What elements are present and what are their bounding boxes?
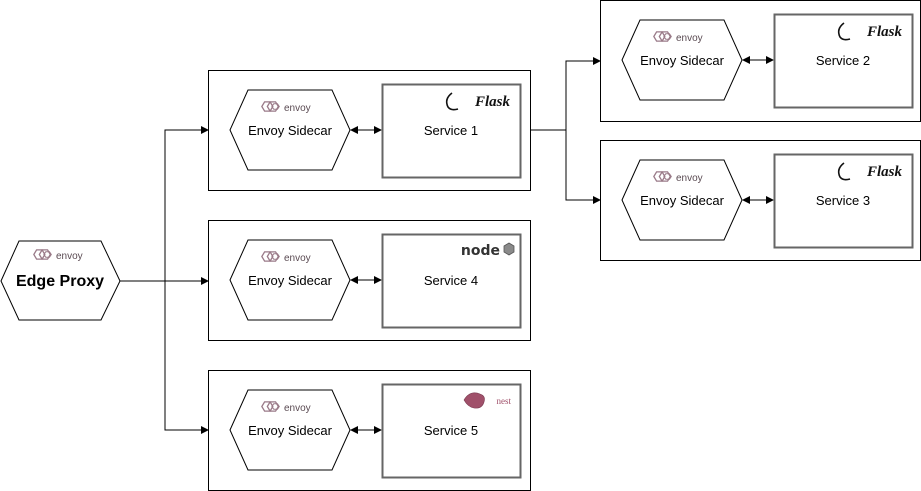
service-node[interactable]: Service 1 Flask — [381, 83, 522, 179]
envoy-logo-icon: envoy — [261, 401, 311, 414]
sidecar-label: Envoy Sidecar — [248, 273, 332, 288]
svg-text:Flask: Flask — [474, 94, 511, 110]
service-label: Service 1 — [424, 123, 478, 138]
edge-proxy-to-service-5 — [164, 281, 209, 434]
edge-proxy-node[interactable]: envoy Edge Proxy — [0, 240, 121, 321]
service-node[interactable]: Service 2 Flask — [773, 13, 914, 109]
envoy-logo-text: envoy — [676, 33, 703, 44]
service-box — [773, 13, 914, 109]
svg-text:Flask: Flask — [866, 24, 903, 40]
edge-proxy-hexagon — [0, 240, 121, 321]
svg-text:nest: nest — [497, 396, 512, 406]
service-label: Service 5 — [424, 423, 478, 438]
service-label: Service 2 — [816, 53, 870, 68]
nodejs-icon: node — [461, 242, 515, 259]
envoy-logo-icon: envoy — [261, 251, 311, 264]
service-1-to-service-3 — [565, 130, 601, 204]
service-node[interactable]: Service 4 node — [381, 233, 522, 329]
nestjs-icon: nest — [463, 392, 512, 409]
envoy-logo-text: envoy — [284, 103, 311, 114]
service-box — [381, 383, 522, 479]
envoy-logo-icon: envoy — [653, 31, 703, 44]
envoy-logo-text: envoy — [284, 253, 311, 264]
service-node[interactable]: Service 3 Flask — [773, 153, 914, 249]
sidecar-label: Envoy Sidecar — [640, 193, 724, 208]
service-box — [381, 83, 522, 179]
service-1-to-service-2 — [530, 57, 601, 131]
envoy-logo-icon: envoy — [261, 101, 311, 114]
sidecar-label: Envoy Sidecar — [248, 123, 332, 138]
sidecar-label: Envoy Sidecar — [640, 53, 724, 68]
flask-icon: Flask — [445, 92, 511, 111]
service-box — [773, 153, 914, 249]
service-box — [381, 233, 522, 329]
service-label: Service 3 — [816, 193, 870, 208]
service-label: Service 4 — [424, 273, 478, 288]
service-node[interactable]: Service 5 nest — [381, 383, 522, 479]
envoy-logo-text: envoy — [284, 403, 311, 414]
svg-text:node: node — [461, 243, 500, 259]
connectors — [120, 57, 601, 434]
envoy-logo-text: envoy — [676, 173, 703, 184]
flask-icon: Flask — [837, 22, 903, 41]
sidecar-label: Envoy Sidecar — [248, 423, 332, 438]
edge-proxy-label: Edge Proxy — [16, 273, 104, 290]
svg-text:Flask: Flask — [866, 164, 903, 180]
envoy-logo-icon: envoy — [33, 249, 83, 262]
svg-text:envoy: envoy — [56, 251, 83, 262]
flask-icon: Flask — [837, 162, 903, 181]
envoy-logo-icon: envoy — [653, 171, 703, 184]
edge-proxy-to-service-1 — [120, 126, 209, 282]
